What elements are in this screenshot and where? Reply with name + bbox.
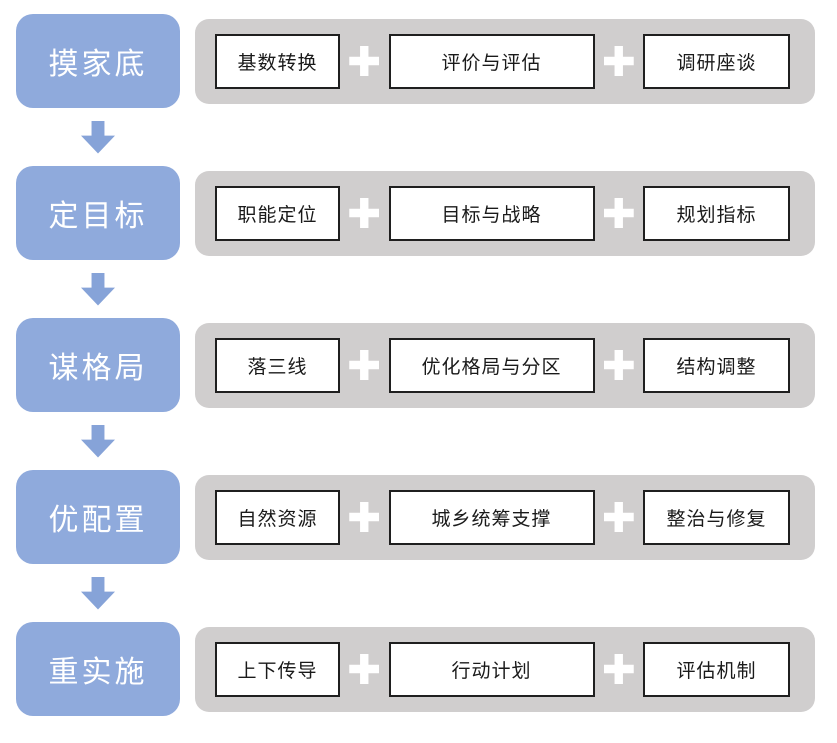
plus-icon [603, 198, 634, 228]
stage-3-steps-bar: 落三线 优化格局与分区 结构调整 [195, 322, 815, 408]
step-box: 上下传导 [215, 641, 340, 697]
arrow-down-icon [81, 120, 115, 154]
stage-5-steps-bar: 上下传导 行动计划 评估机制 [195, 626, 815, 712]
step-box: 行动计划 [388, 641, 595, 697]
plus-icon [349, 654, 380, 684]
plus-icon [603, 46, 634, 76]
stage-3-chip: 谋格局 [16, 318, 180, 412]
plus-icon [603, 350, 634, 380]
stage-1-steps-bar: 基数转换 评价与评估 调研座谈 [195, 18, 815, 104]
stage-row-4: 优配置 自然资源 城乡统筹支撑 整治与修复 [16, 470, 837, 564]
step-box: 结构调整 [643, 337, 790, 393]
step-box: 职能定位 [215, 185, 340, 241]
step-box: 规划指标 [643, 185, 790, 241]
arrow-down-icon [81, 272, 115, 306]
plus-icon [349, 502, 380, 532]
step-box: 目标与战略 [388, 185, 595, 241]
step-box: 基数转换 [215, 33, 340, 89]
step-box: 调研座谈 [643, 33, 790, 89]
plus-icon [349, 198, 380, 228]
stage-row-1: 摸家底 基数转换 评价与评估 调研座谈 [16, 14, 837, 108]
plus-icon [349, 350, 380, 380]
step-box: 城乡统筹支撑 [388, 489, 595, 545]
step-box: 评估机制 [643, 641, 790, 697]
stage-row-3: 谋格局 落三线 优化格局与分区 结构调整 [16, 318, 837, 412]
stage-row-5: 重实施 上下传导 行动计划 评估机制 [16, 622, 837, 716]
step-box: 评价与评估 [388, 33, 595, 89]
stage-row-2: 定目标 职能定位 目标与战略 规划指标 [16, 166, 837, 260]
stage-5-chip: 重实施 [16, 622, 180, 716]
step-box: 自然资源 [215, 489, 340, 545]
stage-1-chip: 摸家底 [16, 14, 180, 108]
plus-icon [603, 502, 634, 532]
plus-icon [349, 46, 380, 76]
stage-2-steps-bar: 职能定位 目标与战略 规划指标 [195, 170, 815, 256]
arrow-down-icon [81, 576, 115, 610]
step-box: 优化格局与分区 [388, 337, 595, 393]
arrow-down-icon [81, 424, 115, 458]
step-box: 整治与修复 [643, 489, 790, 545]
plus-icon [603, 654, 634, 684]
stage-4-steps-bar: 自然资源 城乡统筹支撑 整治与修复 [195, 474, 815, 560]
stage-4-chip: 优配置 [16, 470, 180, 564]
stage-2-chip: 定目标 [16, 166, 180, 260]
step-box: 落三线 [215, 337, 340, 393]
